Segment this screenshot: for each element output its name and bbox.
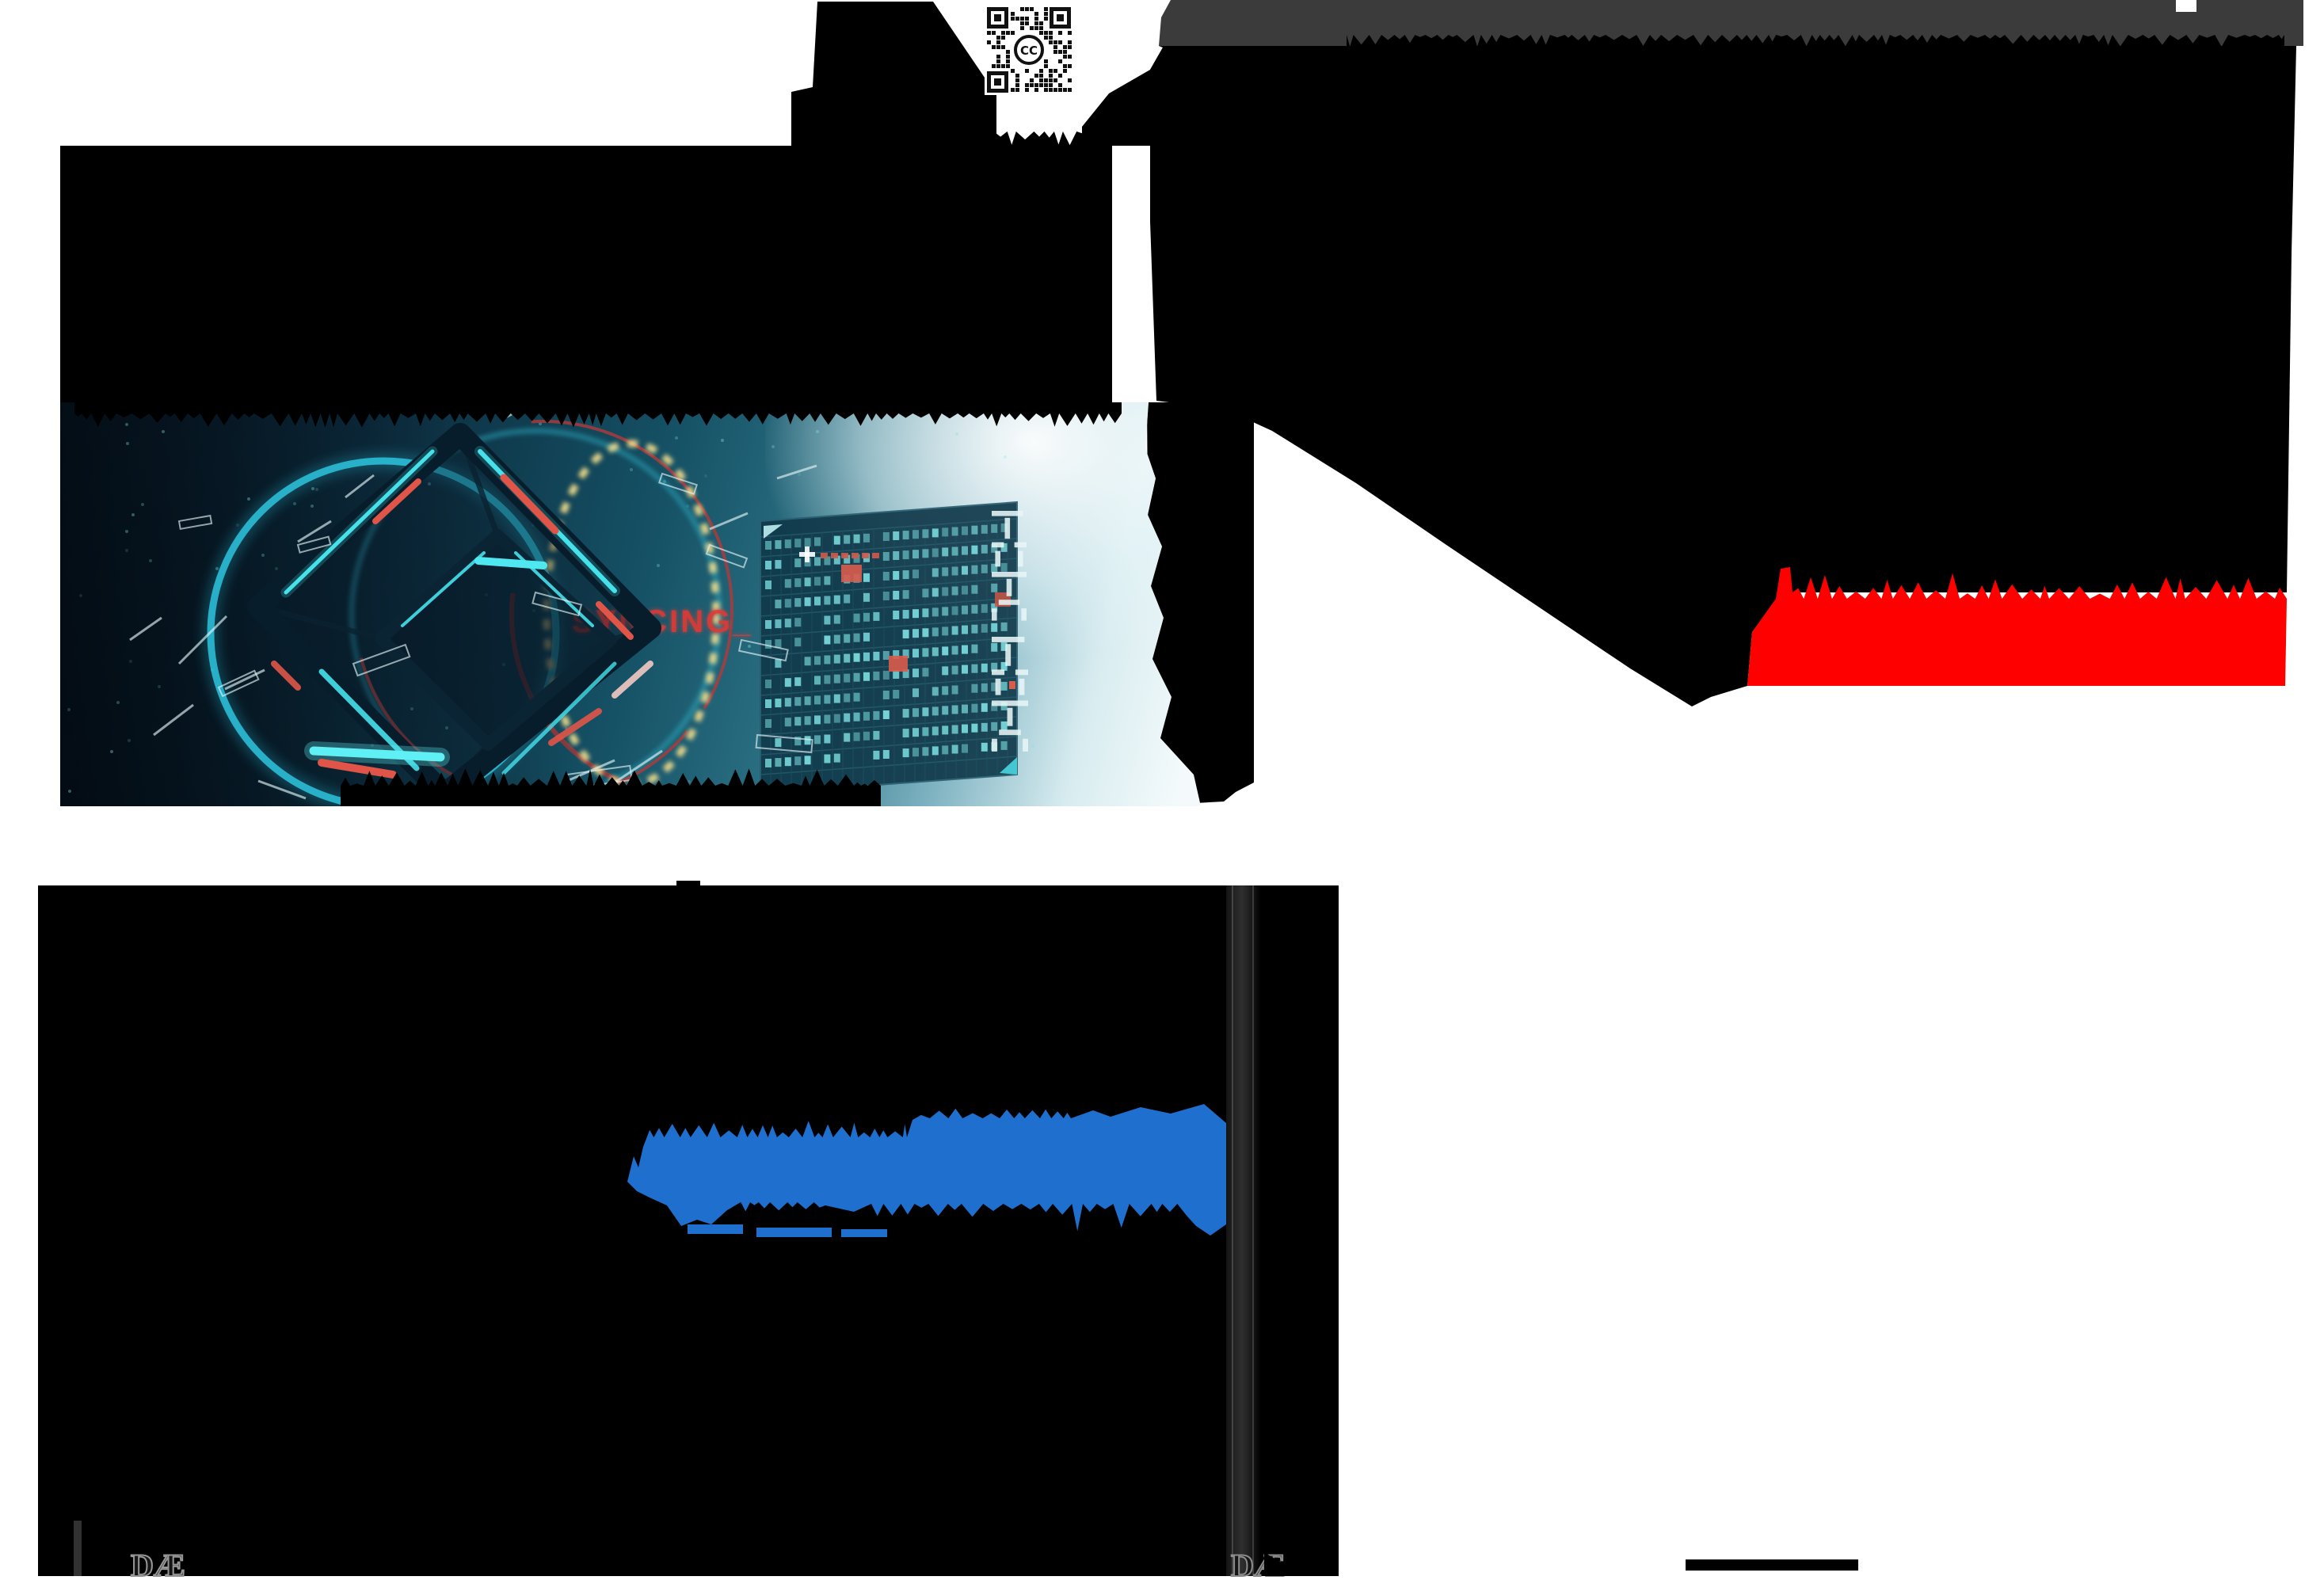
cc-logo-text: CC [1020,44,1038,58]
panel-header-label [799,546,879,562]
band-notch [2176,0,2196,12]
redacted-caption-bottom [341,768,881,806]
creative-commons-qr-code: CC [985,5,1073,95]
blue-fragment [841,1229,887,1237]
cube-red-accents [271,474,634,779]
top-left-redaction-column [791,2,996,146]
fold-seam [1226,885,1261,1576]
hero-banner-image: SYNCING_ SYNCING_ [60,402,1201,806]
redacted-header-silhouette [1347,35,2284,48]
holo-glyph-cluster [992,511,1027,621]
banner-art: SYNCING_ SYNCING_ [67,402,1122,806]
edge-smudge [74,1521,82,1576]
banner-side-redaction-strip [1147,402,1254,805]
holo-glyph-cluster [992,637,1028,752]
cc-logo-ring [1014,35,1044,65]
cc-logo-disc [1012,33,1046,67]
data-grid-panel [760,501,1018,795]
blue-fragment [756,1228,832,1237]
top-left-redaction-block [60,146,1112,402]
qr-image: CC [985,5,1073,95]
top-right-redaction-slab [1150,46,2296,706]
qr-finder-bottom-left [987,71,1008,93]
blue-fragment [688,1224,743,1234]
redacted-subheading-blob [627,1104,1226,1236]
qr-finder-top-left [987,7,1008,29]
logo-mark: DÆ [131,1548,185,1583]
qr-finder-top-right [1050,7,1071,29]
redacted-heading-blob [1747,567,2287,686]
redacted-caption-top [74,402,1122,428]
footer-bar [1686,1559,1858,1571]
holo-red-bit [1009,681,1015,689]
red-arc-bottom [509,430,878,799]
logo-flare [1264,1552,1304,1576]
bottom-block-nub [676,881,700,887]
top-right-gray-band [1159,0,2303,46]
